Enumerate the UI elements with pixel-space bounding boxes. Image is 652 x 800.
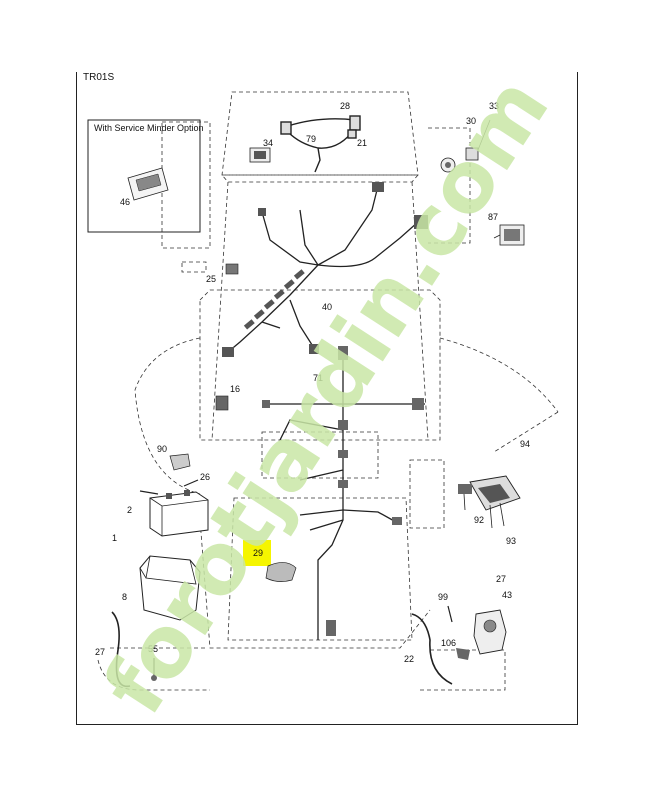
service-minder-title: With Service Minder Option (94, 123, 204, 133)
label-27-bottom: 27 (496, 574, 506, 584)
label-27-top: 26 (200, 472, 210, 482)
part-29-component (243, 540, 297, 582)
part-27-nut (183, 479, 199, 487)
label-2: 2 (127, 505, 132, 515)
label-90: 90 (157, 444, 167, 454)
label-79: 79 (306, 134, 316, 144)
service-minder-box (87, 119, 201, 233)
label-30: 30 (466, 116, 476, 126)
label-40: 40 (322, 302, 332, 312)
label-94: 94 (520, 439, 530, 449)
label-29: 29 (253, 548, 263, 558)
label-106: 106 (441, 638, 456, 648)
part-94-pto-switch (469, 475, 521, 529)
label-99: 99 (438, 592, 448, 602)
label-93: 93 (506, 536, 516, 546)
label-26: 25 (206, 274, 216, 284)
part-99-bolt (447, 605, 453, 623)
part-28-cable (111, 611, 131, 688)
label-34: 34 (263, 138, 273, 148)
part-34-switch (249, 147, 271, 163)
label-43: 43 (502, 590, 512, 600)
label-1: 1 (112, 533, 117, 543)
part-25-cable (411, 613, 453, 685)
label-87: 87 (488, 212, 498, 222)
part-30-ignition (440, 119, 491, 173)
part-labels: 28 79 21 34 46 33 30 87 25 40 71 16 90 2… (95, 101, 530, 664)
diagram-frame (76, 72, 578, 725)
part-90-bracket (169, 453, 191, 471)
diagram-code: TR01S (83, 72, 114, 83)
label-28: 27 (95, 647, 105, 657)
label-33: 33 (489, 101, 499, 111)
part-55-screw (151, 658, 157, 681)
part-8-battery-tray (139, 555, 201, 621)
part-26-connector (225, 263, 239, 275)
harness-71-connectors (262, 346, 424, 636)
part-87-relay (493, 224, 525, 246)
part-43-solenoid (473, 609, 507, 655)
part-2-bolt (139, 490, 159, 495)
label-22: 28 (340, 101, 350, 111)
label-55: 55 (148, 644, 158, 654)
part-92-plug (458, 484, 472, 511)
part-71-harness (265, 355, 425, 640)
label-21: 21 (357, 138, 367, 148)
part-46-hour-meter (127, 167, 169, 201)
harness-40-wraps (222, 182, 428, 357)
part-1-battery (149, 490, 209, 537)
label-71: 71 (313, 373, 323, 383)
label-16: 16 (230, 384, 240, 394)
part-22-harness (280, 115, 361, 173)
label-92: 92 (474, 515, 484, 525)
part-16-switch (215, 395, 229, 411)
label-46: 46 (120, 197, 130, 207)
label-8: 8 (122, 592, 127, 602)
label-25: 22 (404, 654, 414, 664)
part-40-main-harness (227, 185, 419, 353)
part-29-highlight (243, 540, 271, 566)
part-106-terminal (456, 648, 470, 660)
